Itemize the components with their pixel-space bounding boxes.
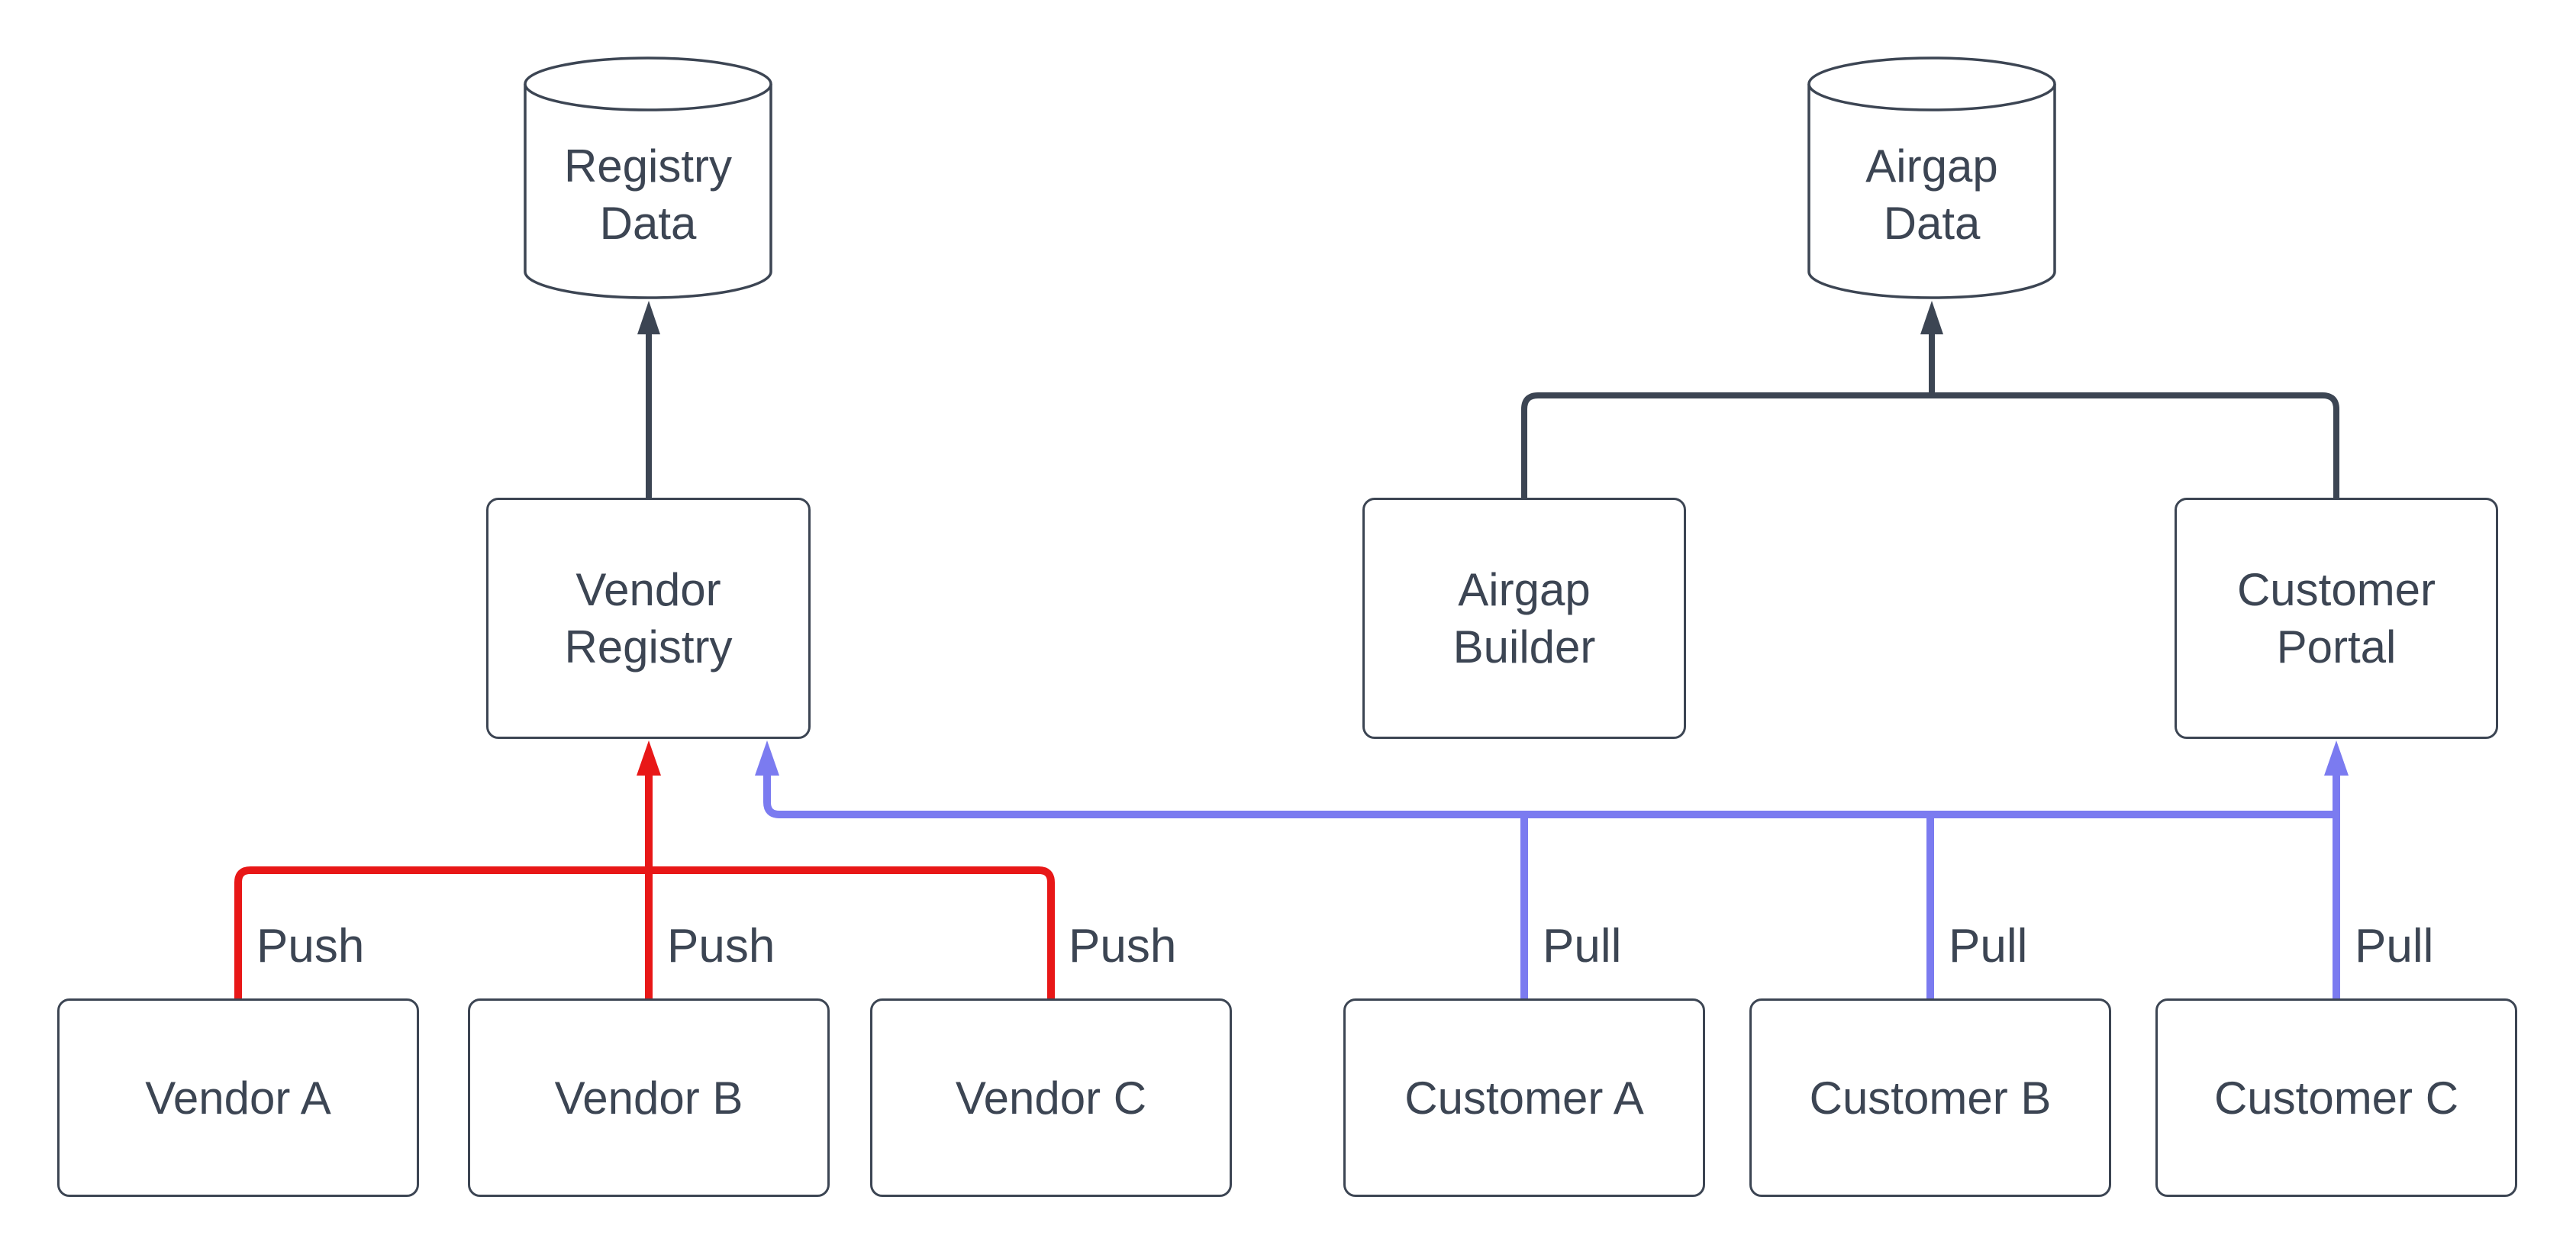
edge-label-push-vendor-c: Push [1069,920,1177,973]
arrowhead-registry-data [637,301,660,334]
edge-label-push-vendor-b: Push [667,920,775,973]
node-customer-a: Customer A [1343,998,1705,1197]
node-label-airgap-data: Airgap Data [1865,140,1998,249]
node-customer-c: Customer C [2155,998,2517,1197]
cylinder-registry-data-body [524,84,772,299]
edge-push-bus [234,866,1055,998]
cylinder-registry-data-top [524,56,772,111]
node-customer-b: Customer B [1749,998,2111,1197]
arrowhead-pull-vendor-registry [755,740,779,776]
cylinder-airgap-data [1807,56,2056,299]
arrowhead-push-vendor-registry [637,740,661,776]
node-airgap-builder: Airgap Builder [1362,498,1686,739]
node-vendor-registry: Vendor Registry [486,498,811,739]
cylinder-airgap-data-body [1807,84,2056,299]
arrowhead-airgap-data [1920,301,1943,334]
edge-label-pull-customer-b: Pull [1949,920,2028,973]
node-vendor-c: Vendor C [870,998,1232,1197]
arrowhead-pull-customer-portal [2324,740,2349,776]
edge-label-pull-customer-a: Pull [1543,920,1622,973]
node-vendor-b: Vendor B [468,998,830,1197]
node-vendor-a: Vendor A [57,998,419,1197]
edge-label-push-vendor-a: Push [256,920,365,973]
edge-pull-bus [763,773,2336,818]
node-label-registry-data: Registry Data [563,140,733,249]
node-customer-portal: Customer Portal [2175,498,2498,739]
cylinder-airgap-data-top [1807,56,2056,111]
cylinder-registry-data [524,56,772,299]
edge-label-pull-customer-c: Pull [2355,920,2434,973]
edge-airgap-builder-customer-portal-branch [1521,392,2339,498]
